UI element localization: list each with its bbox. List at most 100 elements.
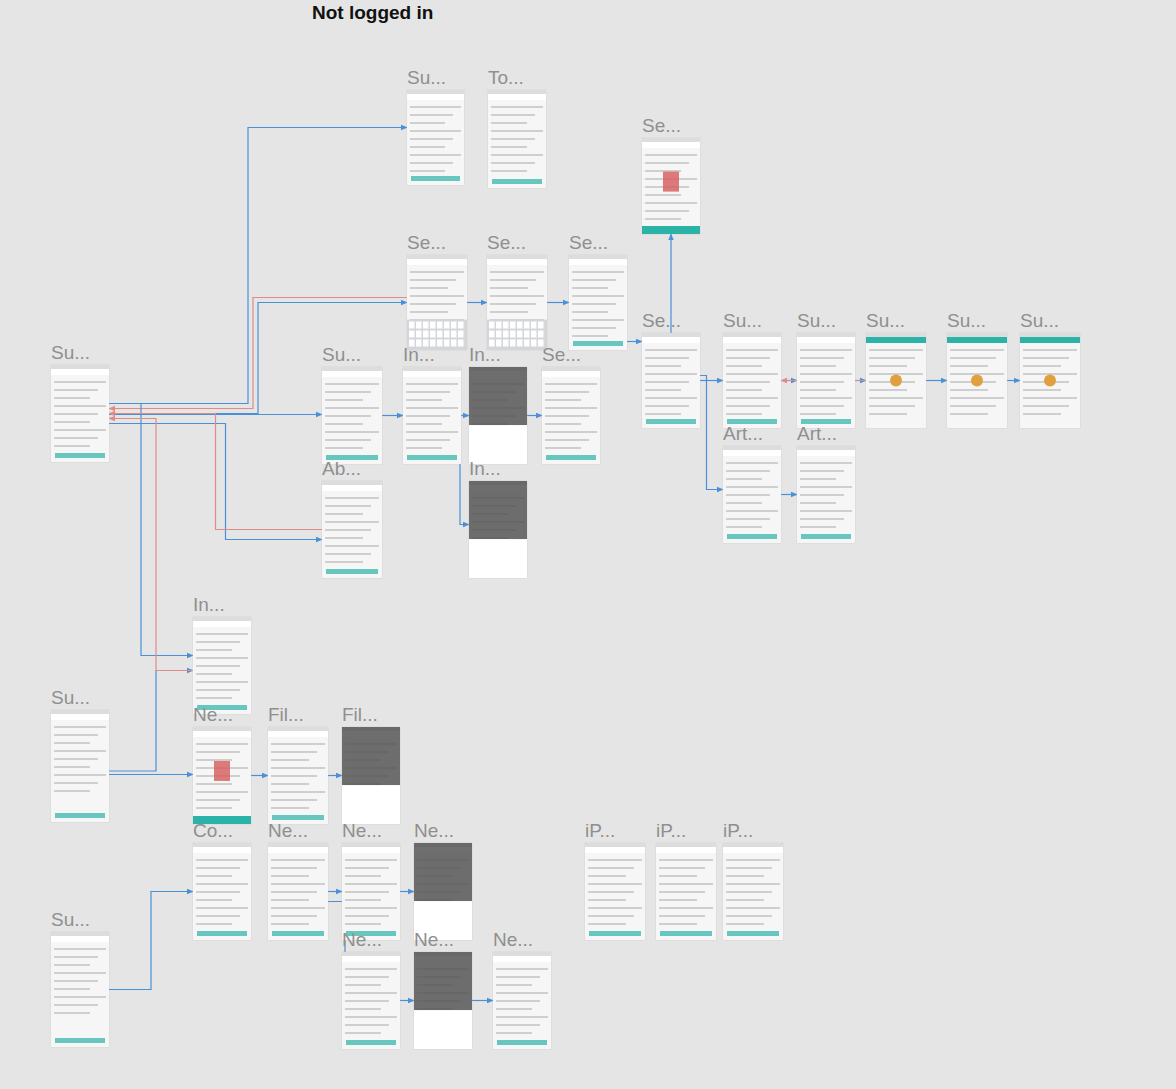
screen-mockup [642, 138, 700, 234]
screen-mockup [268, 843, 328, 940]
flow-connector [527, 415, 542, 416]
screen-mockup [723, 446, 781, 543]
flow-connector [700, 376, 723, 490]
screen-thumbnail [542, 367, 600, 464]
screen-thumbnail [403, 367, 461, 464]
screen-frame: Ne... [493, 930, 551, 950]
screen-name: Ne... [493, 930, 551, 950]
screen-name: Se... [569, 233, 627, 253]
screen-mockup [797, 446, 855, 543]
flow-connector [400, 891, 414, 892]
screen-mockup [542, 367, 600, 464]
screen-mockup [469, 367, 527, 464]
flow-connector [400, 1000, 414, 1001]
screen-mockup [193, 617, 251, 714]
screen-mockup [342, 952, 400, 1049]
screen-name: To... [488, 68, 546, 88]
screen-mockup [268, 727, 328, 824]
screen-thumbnail [51, 365, 109, 462]
screen-mockup [193, 727, 251, 824]
flow-connector [547, 302, 569, 303]
flow-connector [926, 380, 947, 381]
screen-thumbnail [268, 727, 328, 824]
flow-connector [460, 411, 469, 525]
screen-mockup [947, 333, 1007, 428]
screen-mockup [322, 481, 382, 578]
screen-name: Su... [51, 688, 109, 708]
flow-connector [109, 419, 193, 671]
page-title: Not logged in [312, 2, 433, 24]
flow-connector [109, 892, 193, 990]
screen-frame: Se... [407, 233, 467, 253]
screen-mockup [403, 367, 461, 464]
screen-thumbnail [322, 367, 382, 464]
screen-frame: Ne... [193, 705, 251, 725]
screen-thumbnail [569, 255, 627, 350]
screen-frame: Ab... [322, 459, 382, 479]
screen-frame: Fil... [268, 705, 328, 725]
screen-mockup [487, 255, 547, 350]
screen-frame: Art... [797, 424, 855, 444]
screen-frame: Se... [569, 233, 627, 253]
screen-name: Su... [1020, 311, 1080, 331]
screen-mockup [51, 932, 109, 1047]
screen-thumbnail [342, 952, 400, 1049]
screen-name: Su... [407, 68, 464, 88]
screen-name: iP... [656, 821, 716, 841]
screen-mockup [407, 90, 464, 185]
screen-thumbnail [469, 481, 527, 578]
screen-mockup [642, 333, 700, 428]
screen-mockup [469, 481, 527, 578]
screen-thumbnail [193, 843, 251, 940]
screen-name: Su... [866, 311, 926, 331]
screen-name: Art... [797, 424, 855, 444]
screen-frame: In... [403, 345, 461, 365]
screen-name: Se... [542, 345, 600, 365]
screen-name: iP... [585, 821, 645, 841]
screen-frame: Se... [642, 116, 700, 136]
screen-name: Fil... [342, 705, 400, 725]
screen-thumbnail [723, 843, 783, 940]
screen-thumbnail [268, 843, 328, 940]
screen-frame: In... [469, 345, 527, 365]
screen-thumbnail [488, 90, 546, 188]
screen-name: In... [193, 595, 251, 615]
screen-name: Ne... [342, 821, 400, 841]
screen-name: Su... [723, 311, 781, 331]
flow-connector [109, 404, 193, 656]
screen-thumbnail [493, 952, 551, 1049]
screen-mockup [342, 843, 400, 940]
screen-thumbnail [723, 446, 781, 543]
screen-mockup [342, 727, 400, 824]
flow-connector [109, 414, 322, 530]
screen-name: Art... [723, 424, 781, 444]
flow-connector [109, 671, 193, 772]
screen-thumbnail [342, 843, 400, 940]
screen-frame: In... [193, 595, 251, 615]
flow-connector [781, 494, 797, 495]
screen-mockup [488, 90, 546, 188]
screen-frame: Se... [487, 233, 547, 253]
screen-thumbnail [797, 333, 855, 428]
screen-name: In... [469, 345, 527, 365]
screen-mockup [569, 255, 627, 350]
flow-connector [461, 415, 469, 416]
screen-name: Se... [407, 233, 467, 253]
screen-thumbnail [723, 333, 781, 428]
screen-frame: Se... [642, 311, 700, 331]
screen-thumbnail [414, 952, 472, 1049]
screen-thumbnail [407, 255, 467, 350]
flow-connector [382, 415, 403, 416]
screen-name: Ne... [342, 930, 400, 950]
screen-thumbnail [585, 843, 645, 940]
screen-name: iP... [723, 821, 783, 841]
flow-connector [472, 1000, 493, 1001]
screen-thumbnail [193, 727, 251, 824]
screen-name: Co... [193, 821, 251, 841]
flow-connector [700, 380, 723, 381]
screen-frame: Su... [797, 311, 855, 331]
screen-mockup [723, 333, 781, 428]
screen-name: Se... [642, 116, 700, 136]
screen-thumbnail [642, 333, 700, 428]
screen-frame: Ne... [268, 821, 328, 841]
